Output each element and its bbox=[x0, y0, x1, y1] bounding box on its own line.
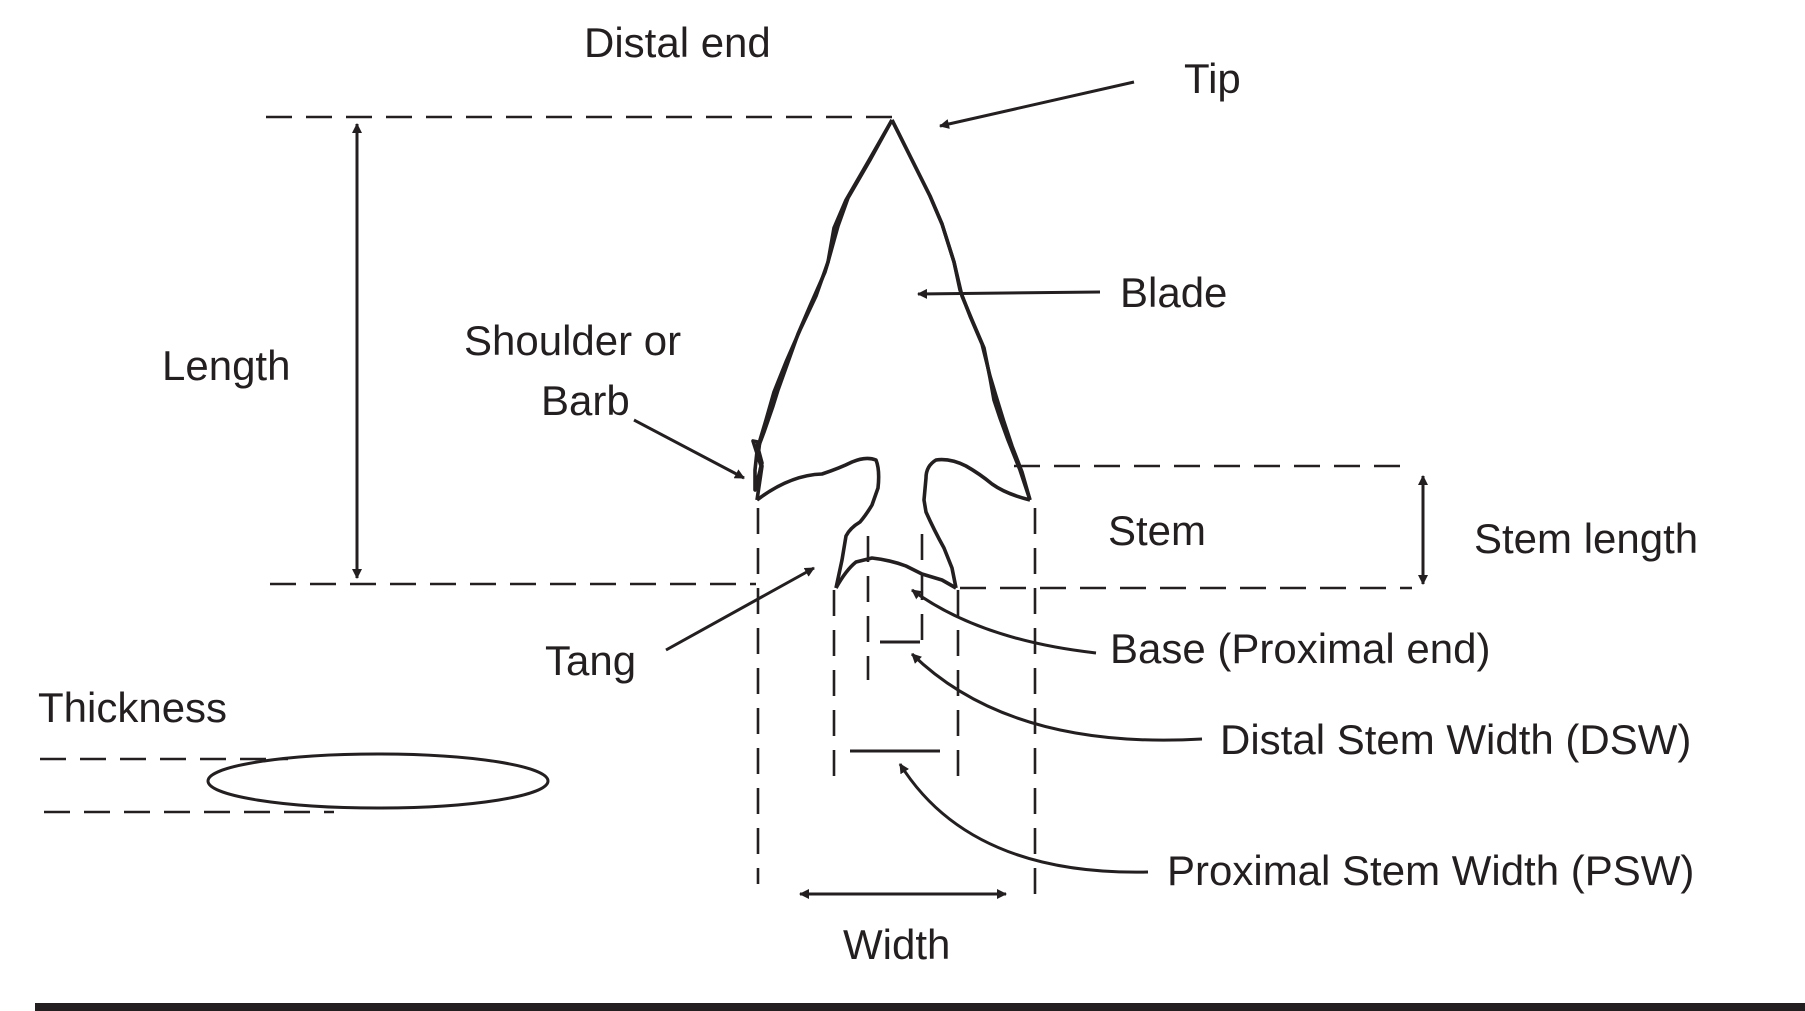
base-edge bbox=[834, 556, 957, 590]
length-label: Length bbox=[162, 342, 290, 389]
cross-section-ellipse bbox=[206, 752, 550, 810]
dsw-leader-arrow bbox=[910, 652, 1203, 742]
distal-end-label: Distal end bbox=[584, 19, 771, 66]
stem-label: Stem bbox=[1108, 507, 1206, 554]
base-leader-arrow bbox=[911, 588, 1097, 655]
thickness-label: Thickness bbox=[38, 684, 227, 731]
blade-label: Blade bbox=[1120, 269, 1227, 316]
blade-leader-arrow bbox=[917, 288, 1101, 299]
width-label: Width bbox=[843, 921, 950, 968]
dsw-label: Distal Stem Width (DSW) bbox=[1220, 716, 1691, 763]
base-label: Base (Proximal end) bbox=[1110, 625, 1490, 672]
psw-label: Proximal Stem Width (PSW) bbox=[1167, 847, 1694, 894]
shoulder-label-line1: Shoulder or bbox=[464, 317, 681, 364]
stem-length-label: Stem length bbox=[1474, 515, 1698, 562]
shoulder-leader-arrow bbox=[633, 418, 745, 480]
blade-right-edge bbox=[890, 119, 1032, 501]
tang-label: Tang bbox=[545, 637, 636, 684]
left-shoulder-tang bbox=[755, 456, 881, 589]
projectile-point-outline bbox=[751, 119, 1032, 501]
psw-leader-arrow bbox=[898, 763, 1149, 874]
right-shoulder-tang bbox=[922, 457, 1031, 589]
bottom-rule bbox=[35, 1003, 1805, 1011]
blade-left-edge bbox=[755, 119, 894, 501]
tip-label: Tip bbox=[1184, 55, 1241, 102]
tip-leader-arrow bbox=[939, 80, 1135, 129]
tang-leader-arrow bbox=[665, 566, 815, 652]
shoulder-label-line2: Barb bbox=[541, 377, 630, 424]
